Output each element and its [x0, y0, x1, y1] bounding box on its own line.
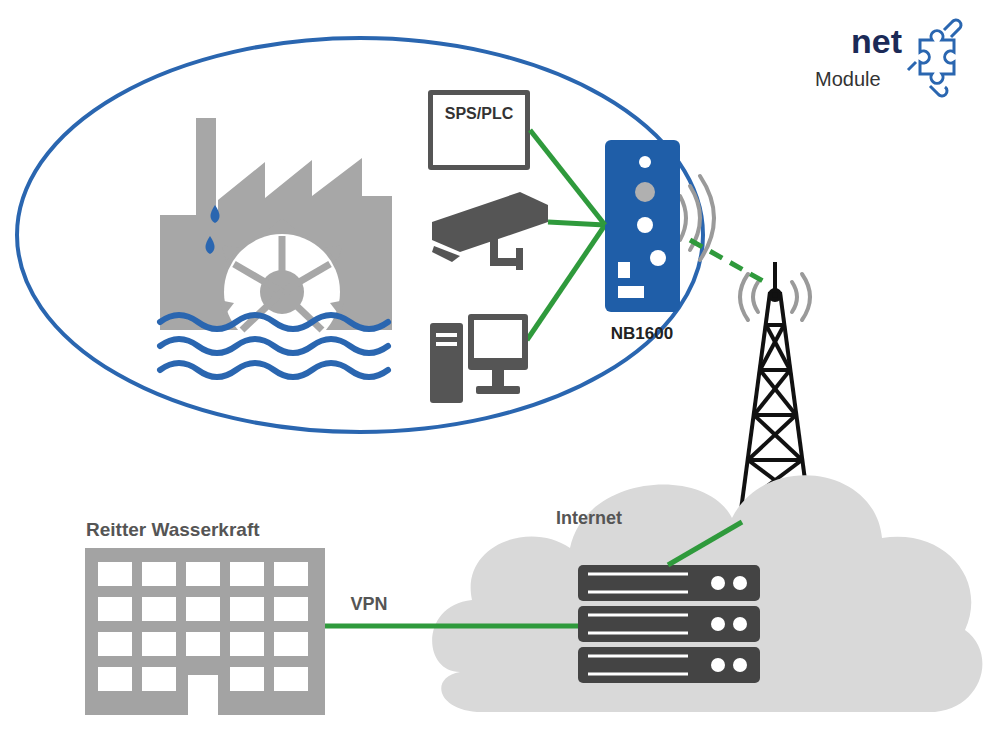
building-heading: Reitter Wasserkraft	[86, 519, 260, 541]
logo-word: net	[851, 22, 902, 61]
network-link	[325, 624, 420, 629]
internet-cloud: Internet	[420, 440, 990, 720]
logo-word: Module	[815, 68, 881, 91]
plc-label: SPS/PLC	[433, 105, 525, 123]
router-label: NB1600	[580, 324, 704, 344]
network-link	[530, 130, 605, 225]
computer-icon	[430, 314, 528, 403]
office-building	[80, 515, 325, 715]
radio-waves	[680, 176, 810, 320]
hydro-plant-icon	[160, 118, 392, 377]
site-ellipse	[17, 38, 703, 432]
ethernet-wire	[527, 222, 605, 340]
office-node: Reitter Wasserkraft	[80, 515, 325, 715]
plc-box: SPS/PLC	[428, 90, 530, 170]
camera-icon	[432, 192, 548, 270]
logo-puzzle	[908, 20, 961, 96]
cloud-shape	[420, 440, 990, 720]
router-node: NB1600	[600, 140, 684, 350]
link-label: VPN	[351, 594, 388, 615]
router-device	[600, 140, 684, 350]
cloud-label: Internet	[556, 508, 622, 529]
wireless-link	[690, 240, 770, 285]
server-stack	[578, 565, 760, 683]
